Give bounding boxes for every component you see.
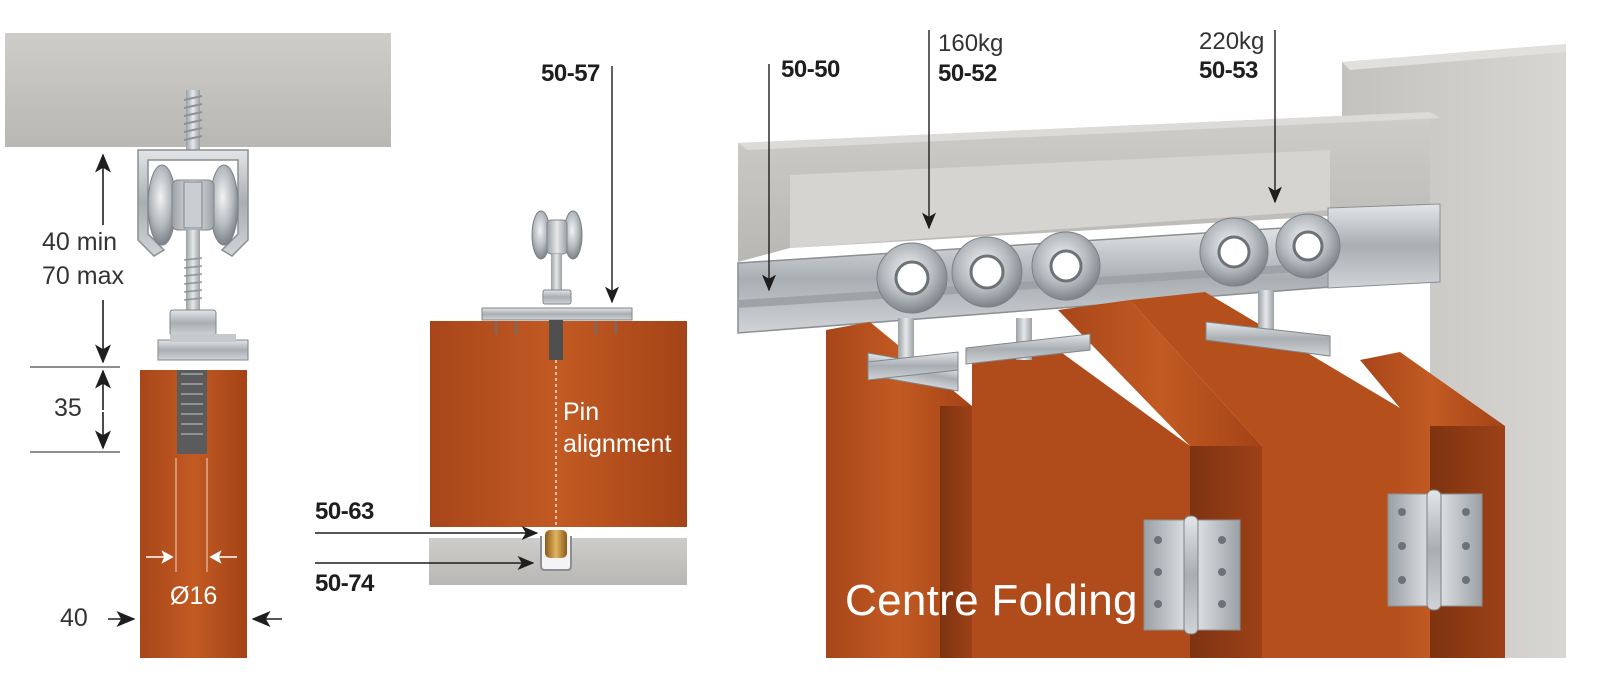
door-panel	[1130, 292, 1400, 658]
right-perspective-view	[737, 30, 1566, 658]
diameter-arrows	[146, 550, 237, 564]
guide-pin	[545, 530, 567, 558]
hex-nut	[542, 289, 572, 305]
diameter-dimension: Ø16	[170, 582, 218, 610]
height-dimension-min: 40 min	[42, 228, 118, 256]
side-wall	[1342, 44, 1566, 658]
code-50-74: 50-74	[315, 570, 374, 597]
left-section-view	[5, 33, 391, 658]
height-dimension-max: 70 max	[42, 262, 124, 290]
bracket-plate	[157, 339, 249, 361]
dimension-lines-left	[30, 153, 282, 627]
carrier-heavy-wheels	[1031, 213, 1341, 357]
depth-dimension: 35	[54, 394, 82, 422]
hinge	[1143, 515, 1241, 635]
code-50-63: 50-63	[315, 498, 374, 525]
door-panel	[972, 350, 1190, 658]
hanger-bolt	[551, 254, 562, 294]
carrier-two-wheel	[867, 236, 1091, 392]
code-50-53: 50-53	[1199, 57, 1258, 84]
top-plate	[481, 307, 633, 321]
code-50-57: 50-57	[541, 60, 600, 87]
width-dimension: 40	[60, 604, 88, 632]
code-50-50: 50-50	[781, 56, 840, 83]
threaded-insert	[177, 370, 207, 454]
track-end-cap	[1327, 203, 1441, 289]
code-50-52: 50-52	[938, 60, 997, 87]
diagram-title: Centre Folding	[845, 576, 1138, 625]
leader-lines-right	[762, 30, 1282, 292]
carrier-b-weight: 220kg	[1199, 28, 1265, 55]
carrier-a-weight: 160kg	[938, 30, 1004, 57]
pin-alignment-label-1: Pin	[563, 398, 600, 426]
hinge	[1387, 489, 1483, 611]
door-panel	[826, 322, 972, 658]
pin-alignment-label-2: alignment	[563, 430, 672, 458]
track-profile	[137, 149, 249, 257]
middle-bottom-guide-view	[315, 66, 687, 585]
hex-nut	[169, 309, 217, 337]
dimension-lines-middle	[315, 66, 619, 570]
